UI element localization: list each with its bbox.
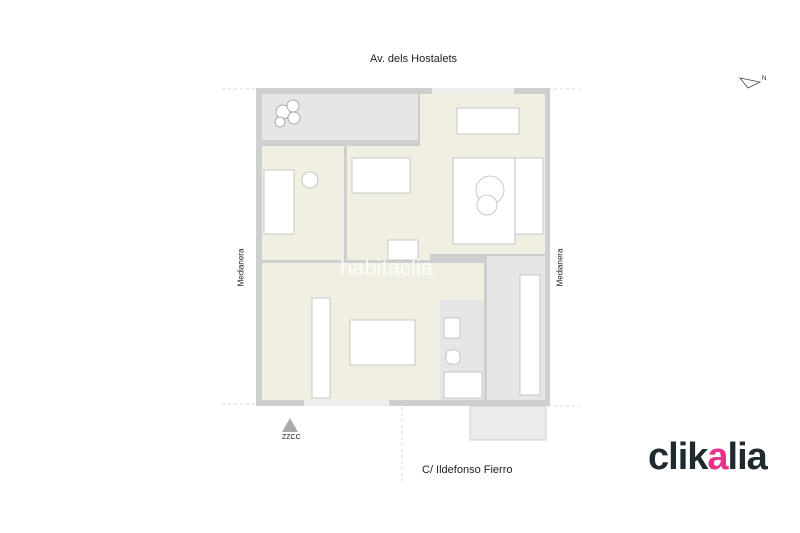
window [304,400,389,406]
sofa [514,157,544,235]
kitchen-counter [519,274,541,396]
watermark: habitaclia [340,255,434,280]
dining-table [456,107,520,135]
bed-bunk [351,157,411,194]
bed-single [263,169,295,235]
side-label-right: Medianera [555,248,565,287]
compass-label: N [762,76,766,82]
street-bottom: C/ Ildefonso Fierro [422,464,513,476]
triangle-icon [282,418,298,432]
north-arrow-icon [739,77,762,89]
bed-double [349,319,416,366]
balcony [469,405,547,441]
window [432,88,514,94]
wardrobe [311,297,331,399]
chair [301,171,319,189]
entrance-label: ZZCC [282,434,301,441]
toilet [445,349,461,365]
street-top: Av. dels Hostalets [370,53,458,65]
reference-lines [222,88,580,483]
shower [443,371,483,399]
desk [387,239,419,261]
plant-icon [274,99,301,128]
furniture [263,107,544,399]
clikalia-logo: clikalia [648,436,768,478]
side-label-left: Medianera [236,248,246,287]
sink [443,317,461,339]
